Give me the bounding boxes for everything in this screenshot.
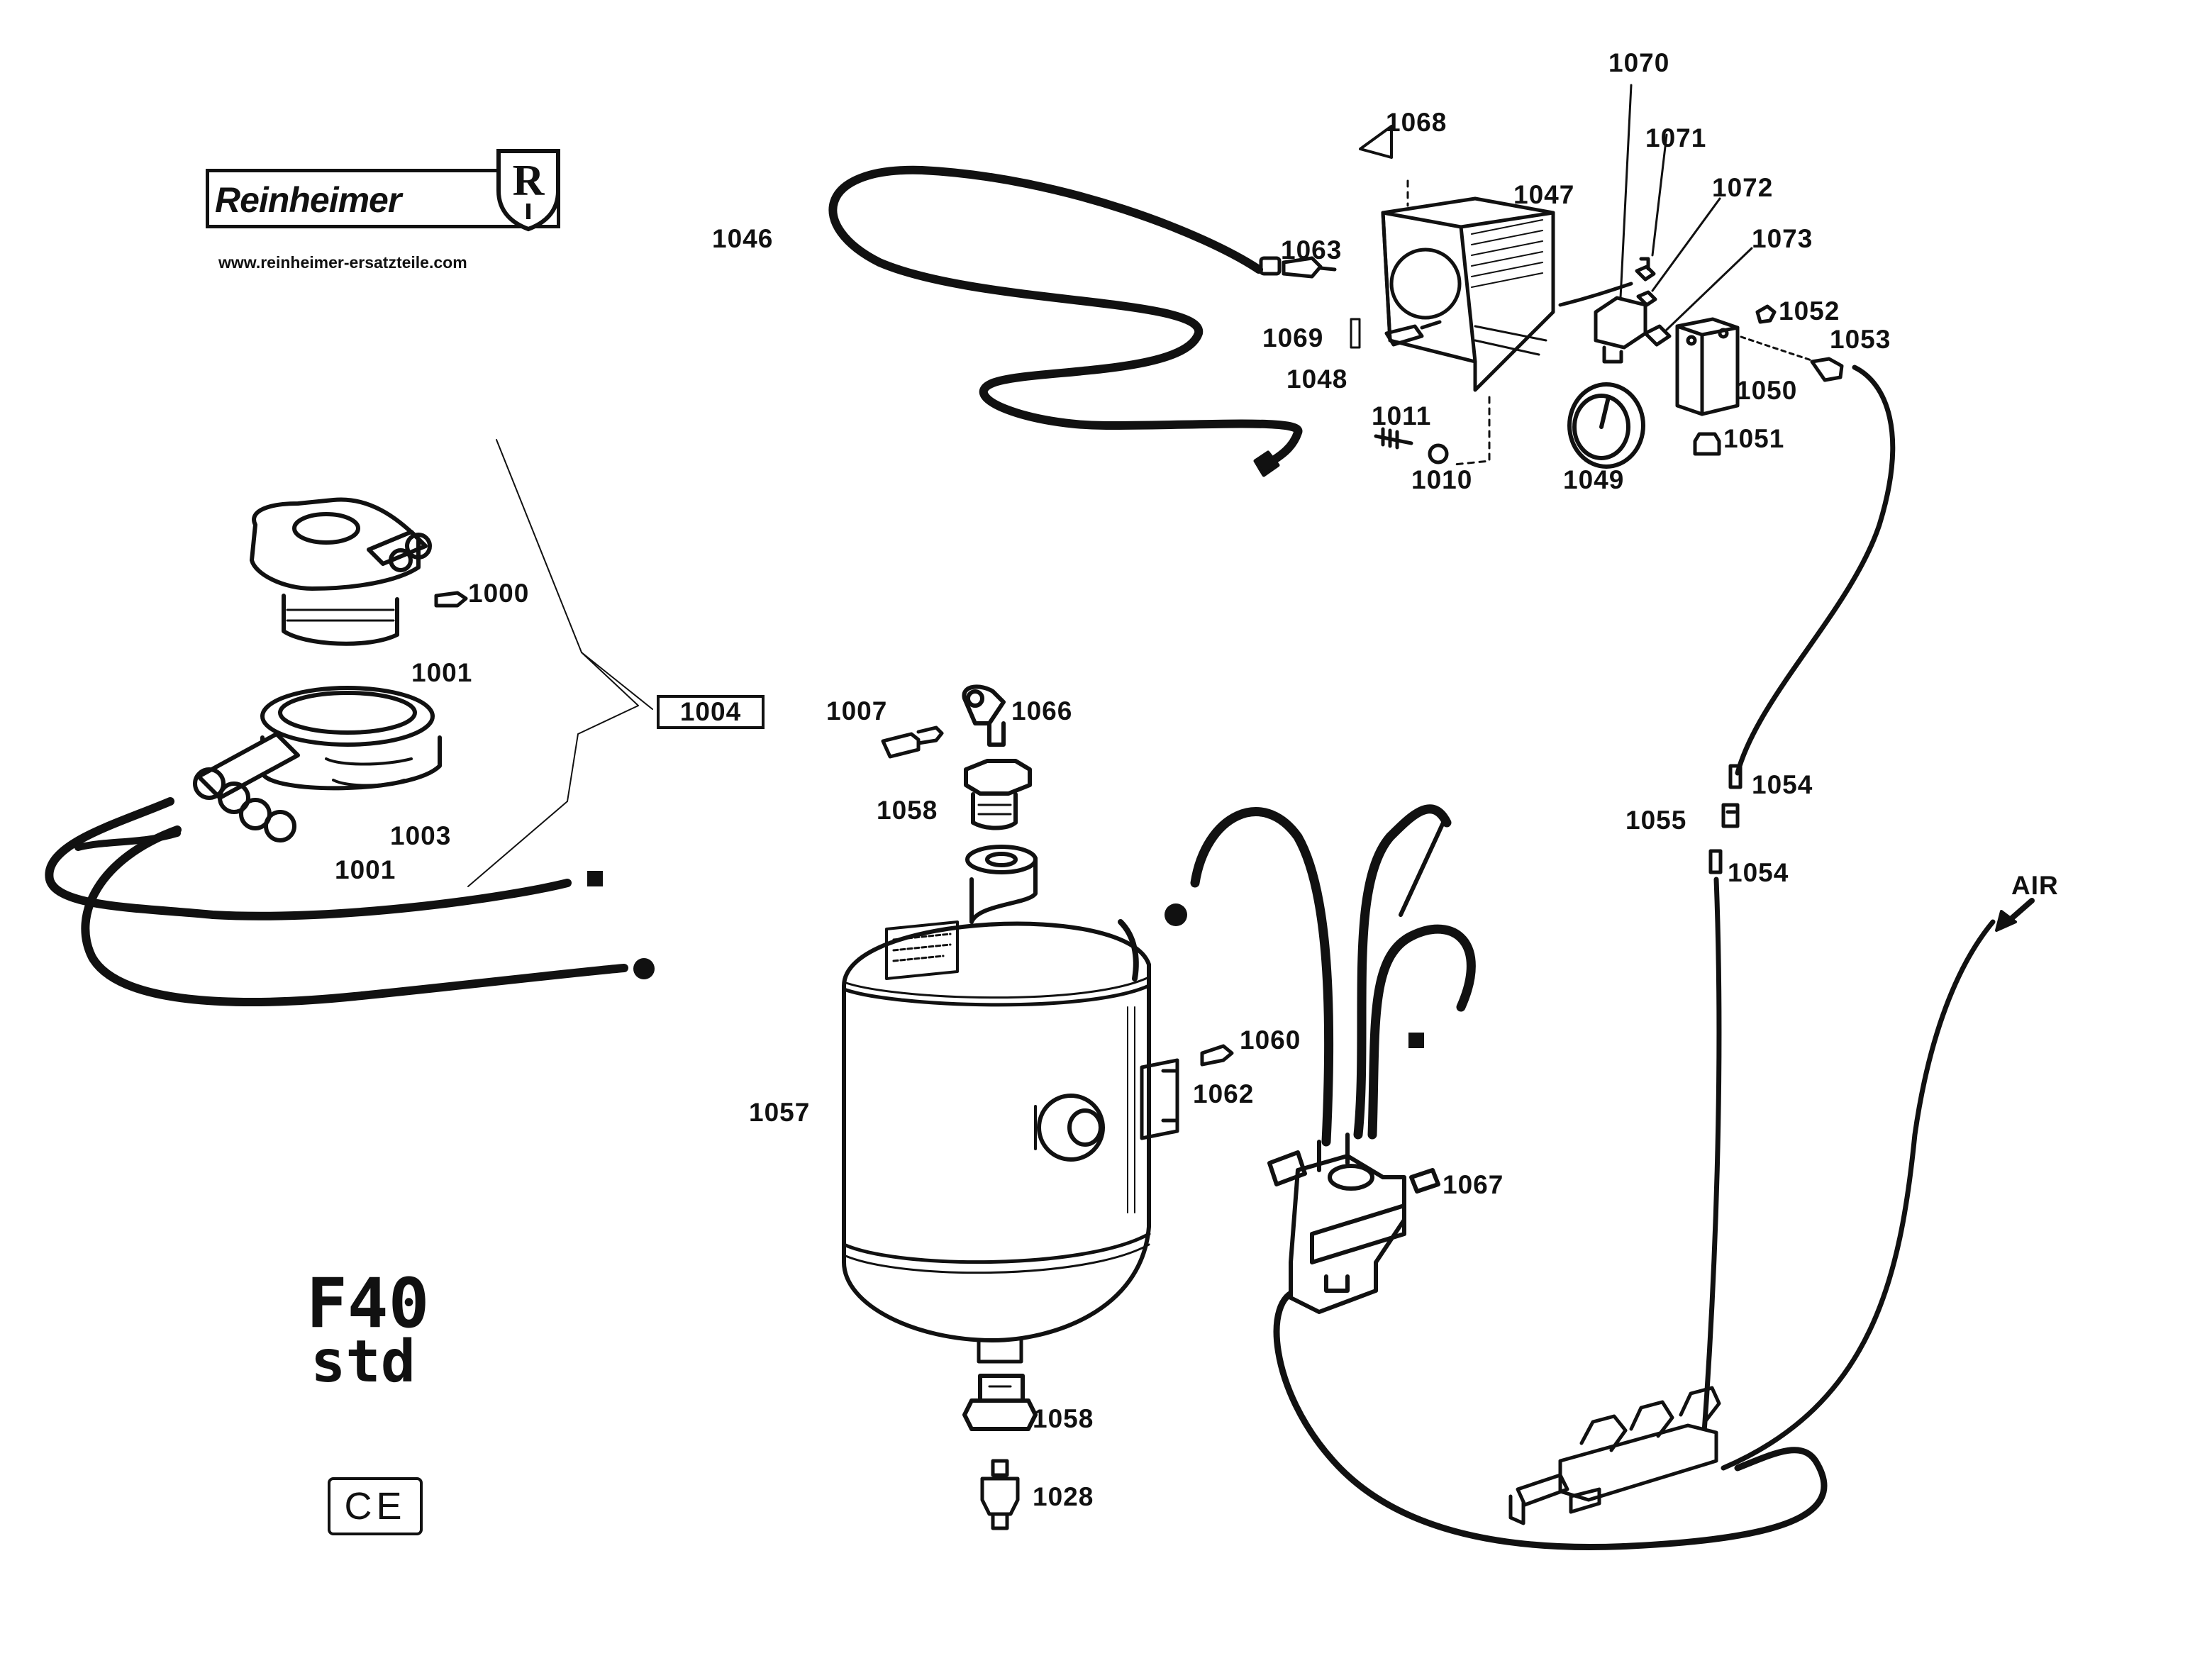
- label-1004: 1004: [657, 695, 765, 729]
- label-1049: 1049: [1563, 465, 1625, 494]
- fitting-1054-upper: [1728, 764, 1743, 789]
- label-1054-lower: 1054: [1728, 858, 1789, 887]
- brand-logo: Reinheimer R: [206, 149, 560, 232]
- label-1058-lower: 1058: [1033, 1404, 1094, 1433]
- hose-air: [1721, 919, 1996, 1471]
- label-1054-upper: 1054: [1752, 770, 1813, 799]
- plug-1058-upper: [964, 759, 1032, 830]
- label-1055: 1055: [1625, 806, 1687, 835]
- label-1066: 1066: [1011, 696, 1073, 725]
- fitting-1073: [1643, 324, 1672, 347]
- label-1046: 1046: [712, 224, 774, 253]
- fitting-1055: [1721, 803, 1740, 828]
- valve-1070: [1558, 282, 1647, 364]
- gauge-1049: [1567, 382, 1645, 469]
- label-1010: 1010: [1411, 465, 1473, 494]
- brand-emblem-letter: R: [513, 157, 545, 205]
- label-1028: 1028: [1033, 1482, 1094, 1511]
- model-variant: std: [311, 1328, 416, 1396]
- label-1063: 1063: [1281, 235, 1343, 265]
- hose-thin-diag: [1399, 821, 1445, 917]
- brand-emblem-icon: R: [496, 149, 560, 232]
- label-1068: 1068: [1386, 108, 1447, 137]
- housing-1047: [1381, 196, 1555, 392]
- brand-website: www.reinheimer-ersatzteile.com: [218, 253, 467, 272]
- bolt-1051: [1693, 432, 1721, 456]
- plug-1058-lower: [962, 1374, 1038, 1431]
- tank-1057: [842, 845, 1151, 1364]
- screw-1011: [1374, 427, 1413, 450]
- hose-1046: [828, 165, 1303, 472]
- hose-regulator-right: [1367, 924, 1476, 1140]
- label-1071: 1071: [1645, 123, 1707, 152]
- label-1007: 1007: [826, 696, 888, 725]
- label-1050: 1050: [1736, 376, 1798, 405]
- fitting-1071: [1635, 257, 1656, 282]
- fitting-1053: [1810, 357, 1844, 382]
- bracket-1062: [1140, 1058, 1179, 1140]
- hose-bottom-loop: [1273, 1287, 1828, 1550]
- label-1052: 1052: [1779, 296, 1840, 326]
- block-1050: [1675, 317, 1740, 416]
- cylinder-head: [250, 497, 432, 646]
- fitting-1072: [1636, 290, 1657, 307]
- label-1003: 1003: [390, 821, 452, 850]
- brand-name: Reinheimer: [215, 180, 401, 220]
- label-1001-lower: 1001: [335, 855, 396, 884]
- elbow-1066: [962, 684, 1006, 747]
- nipple-1000: [434, 591, 468, 608]
- label-1062: 1062: [1193, 1079, 1255, 1108]
- label-1069: 1069: [1262, 323, 1324, 352]
- hose-left-short: [74, 830, 181, 851]
- label-1051: 1051: [1723, 424, 1785, 453]
- label-1048: 1048: [1286, 365, 1348, 394]
- label-1058-upper: 1058: [877, 796, 938, 825]
- hose-right-long: [1735, 365, 1896, 776]
- screw-1048: [1384, 320, 1442, 347]
- manifold: [1508, 1386, 1721, 1525]
- nut-1010: [1428, 443, 1449, 465]
- marker-square-left: [587, 871, 603, 886]
- hose-regulator-mid: [1353, 804, 1452, 1140]
- label-1060: 1060: [1240, 1025, 1301, 1055]
- regulator-1067: [1267, 1133, 1440, 1314]
- drain-valve-1028: [980, 1459, 1020, 1530]
- label-1073: 1073: [1752, 224, 1813, 253]
- screw-1060: [1200, 1044, 1234, 1067]
- fitting-1063: [1259, 256, 1337, 279]
- label-1047: 1047: [1513, 180, 1575, 209]
- hose-left-upper: [45, 797, 572, 921]
- triangle-1068: [1359, 125, 1393, 159]
- marker-dot-left: [633, 958, 655, 979]
- hose-regulator-left: [1190, 807, 1334, 1147]
- nipple-1007: [881, 725, 944, 759]
- label-1072: 1072: [1712, 173, 1774, 202]
- hose-1046-end: [1253, 450, 1280, 477]
- model-name: F40: [306, 1264, 430, 1343]
- plate-1069: [1350, 318, 1361, 349]
- label-1070: 1070: [1608, 48, 1670, 77]
- label-1000: 1000: [468, 579, 530, 608]
- label-air: AIR: [2011, 871, 2059, 900]
- marker-square-right: [1408, 1033, 1424, 1048]
- hose-left-lower: [81, 825, 628, 1006]
- label-1001-upper: 1001: [411, 658, 473, 687]
- label-1067: 1067: [1443, 1170, 1504, 1199]
- marker-dot-tank: [1165, 903, 1187, 926]
- fitting-1052: [1755, 304, 1777, 324]
- ce-mark: CE: [328, 1477, 423, 1535]
- label-1011: 1011: [1372, 401, 1432, 430]
- cylinder-ring: [193, 686, 442, 842]
- fitting-1054-lower: [1708, 849, 1723, 874]
- label-1053: 1053: [1830, 325, 1891, 354]
- label-1057: 1057: [749, 1098, 811, 1127]
